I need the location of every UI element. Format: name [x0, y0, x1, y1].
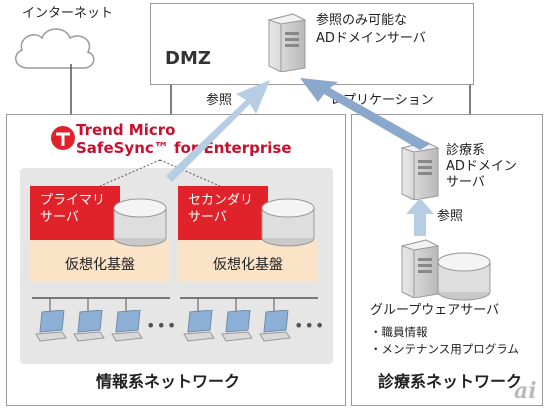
laptop-icon: [183, 310, 215, 342]
primary-virt-label: 仮想化基盤: [65, 257, 135, 273]
info-network-title: 情報系ネットワーク: [96, 372, 241, 391]
dmz-ad-server-label: 参照のみ可能な ADドメインサーバ: [316, 13, 426, 46]
internet-label: インターネット: [22, 6, 114, 21]
more-dots: •••: [146, 316, 178, 335]
primary-database-icon: [113, 198, 167, 247]
reference-arrow: [166, 80, 270, 182]
more-dots: •••: [294, 316, 326, 335]
secondary-virtualization: 仮想化基盤: [178, 240, 318, 282]
laptop-icon: [35, 310, 67, 342]
dmz-label: DMZ: [165, 48, 211, 69]
groupware-items: ・職員情報 ・メンテナンス用プログラム: [370, 325, 519, 356]
secondary-virt-label: 仮想化基盤: [213, 257, 283, 273]
groupware-database-icon: [437, 252, 491, 301]
laptop-icon: [259, 310, 291, 342]
secondary-server: セカンダリ サーバ: [178, 186, 268, 240]
replication-arrow: [300, 78, 430, 150]
trend-micro-brand: Trend Micro SafeSync™ for Enterprise: [76, 121, 292, 157]
ai-logo: ai: [514, 378, 537, 404]
laptop-icon: [73, 310, 105, 342]
primary-server: プライマリ サーバ: [30, 186, 120, 240]
trend-micro-logo-icon: [51, 126, 75, 150]
groupware-server-icon: [400, 239, 440, 298]
groupware-server-label: グループウェアサーバ: [370, 303, 500, 318]
reference-arrow-label: 参照: [206, 93, 233, 108]
diag-ad-server-label: 診療系 ADドメイン サーバ: [446, 143, 517, 190]
reference-arrow-label: 参照: [437, 209, 464, 224]
diag-network-title: 診療系ネットワーク: [378, 372, 523, 391]
laptop-icon: [111, 310, 143, 342]
primary-virtualization: 仮想化基盤: [30, 240, 170, 282]
secondary-database-icon: [261, 198, 315, 247]
diag-reference-arrow: [406, 198, 434, 236]
internet-cloud-icon: [15, 28, 95, 69]
laptop-icon: [221, 310, 253, 342]
dmz-ad-server-icon: [267, 13, 307, 72]
